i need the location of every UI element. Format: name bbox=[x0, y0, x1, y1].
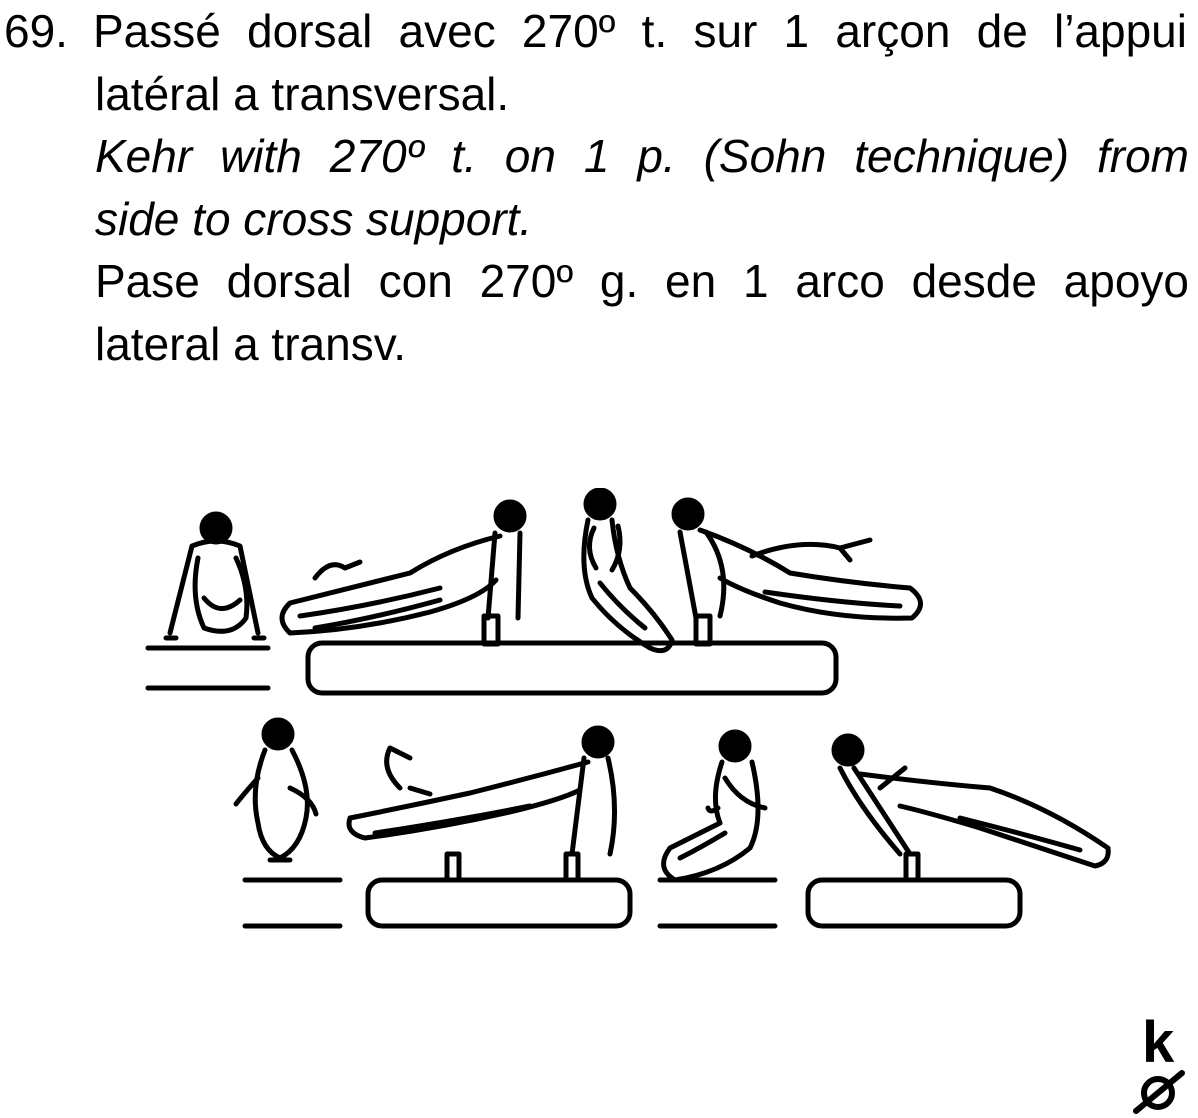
french-line-1: 69. Passé dorsal avec 270º t. sur 1 arço… bbox=[0, 0, 1198, 63]
french-line-2: latéral a transversal. bbox=[0, 63, 1198, 126]
english-text-2: side to cross support. bbox=[95, 188, 532, 251]
pommel-horse-illustration bbox=[140, 488, 1130, 938]
spanish-text-1: Pase dorsal con 270º g. en 1 arco desde … bbox=[95, 250, 1189, 313]
element-description: 69. Passé dorsal avec 270º t. sur 1 arço… bbox=[0, 0, 1198, 375]
pommel-right bbox=[906, 854, 918, 880]
gymnast-frame-3 bbox=[584, 490, 672, 651]
pommel-horse-body bbox=[308, 643, 836, 693]
gymnast-frame-2 bbox=[282, 502, 524, 633]
french-text-2: latéral a transversal. bbox=[95, 63, 509, 126]
gymnast-frame-8 bbox=[834, 736, 1108, 866]
ko-logo-icon: k bbox=[1128, 1018, 1188, 1114]
spanish-line-1: Pase dorsal con 270º g. en 1 arco desde … bbox=[0, 250, 1198, 313]
english-text-1: Kehr with 270º t. on 1 p. (Sohn techniqu… bbox=[95, 125, 1189, 188]
gymnast-frame-5 bbox=[236, 720, 316, 860]
pommel-horse-body bbox=[368, 880, 630, 926]
pommel-right bbox=[566, 854, 578, 880]
english-line-1: Kehr with 270º t. on 1 p. (Sohn techniqu… bbox=[0, 125, 1198, 188]
pommel-right bbox=[696, 616, 710, 644]
french-text-1: Passé dorsal avec 270º t. sur 1 arçon de… bbox=[93, 0, 1187, 63]
pommel-horse-body bbox=[808, 880, 1020, 926]
gymnast-frame-4 bbox=[674, 500, 921, 618]
english-line-2: side to cross support. bbox=[0, 188, 1198, 251]
pommel-left bbox=[447, 854, 459, 880]
gymnast-frame-6 bbox=[349, 728, 615, 854]
spanish-line-2: lateral a transv. bbox=[0, 313, 1198, 376]
pommel-left bbox=[484, 616, 498, 644]
gymnast-frame-1 bbox=[166, 514, 264, 638]
gymnast-frame-7 bbox=[664, 732, 765, 880]
spanish-text-2: lateral a transv. bbox=[95, 313, 406, 376]
element-number: 69. bbox=[4, 0, 68, 63]
